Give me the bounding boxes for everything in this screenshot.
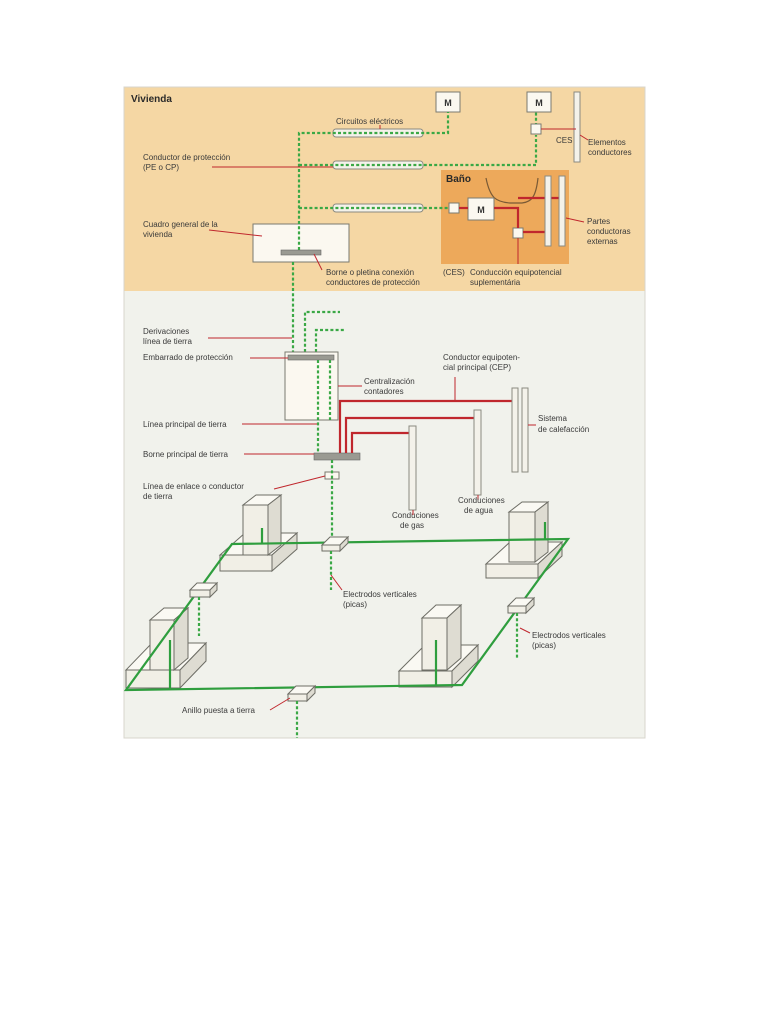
earth-pit-right (506, 596, 536, 615)
label-external-parts-3: externas (587, 237, 618, 246)
bathroom-pipe-1 (544, 175, 552, 247)
heating-pipe-1 (511, 387, 519, 473)
bathroom-bonding-2 (494, 206, 520, 228)
label-main-earth-line: Línea principal de tierra (143, 420, 227, 429)
label-terminal-block-1: Borne o pletina conexión (326, 268, 414, 277)
label-external-parts-2: conductoras (587, 227, 631, 236)
water-pipe (473, 409, 482, 496)
label-protection-conductor-2: (PE o CP) (143, 163, 179, 172)
circuit-conduit-1 (332, 128, 424, 138)
footing-back-right (484, 500, 564, 580)
dwelling-title: Vivienda (131, 94, 172, 105)
ces-box-bathroom-2 (512, 227, 524, 239)
earth-pit-center (320, 535, 350, 553)
earth-pit-left (188, 581, 219, 599)
label-vertical-electrodes-1a: Electrodos verticales (343, 590, 417, 599)
label-ces-top: CES (556, 136, 572, 145)
bathroom-title: Baño (446, 174, 471, 185)
label-main-panel-2: vivienda (143, 230, 173, 239)
main-earth-terminal (313, 452, 361, 461)
leader-electrodes-2 (519, 627, 531, 634)
label-heating-1: Sistema (538, 414, 567, 423)
label-main-bonding-2: cial principal (CEP) (443, 363, 511, 372)
leader-external-parts (565, 217, 585, 223)
leader-conductive-elements (579, 134, 589, 141)
main-bonding-gas (350, 431, 412, 453)
label-water-pipes-2: de agua (464, 506, 493, 515)
label-conductive-elements-2: conductores (588, 148, 632, 157)
label-protection-conductor-1: Conductor de protección (143, 153, 230, 162)
earth-branch-3 (314, 328, 346, 352)
label-earth-link-2: de tierra (143, 492, 173, 501)
label-main-earth-terminal: Borne principal de tierra (143, 450, 228, 459)
label-ces-bottom: (CES) (443, 268, 465, 277)
main-bonding-water (344, 416, 477, 453)
bathtub-outline (485, 177, 539, 204)
label-gas-pipes-1: Conduciones (392, 511, 439, 520)
appliance-symbol-1: M (444, 98, 452, 108)
label-external-parts-1: Partes (587, 217, 610, 226)
label-earth-link-1: Línea de enlace o conductor (143, 482, 244, 491)
label-water-pipes-1: Conduciones (458, 496, 505, 505)
appliance-symbol-bathroom: M (477, 205, 485, 215)
figure-border (123, 86, 646, 739)
label-protection-busbar: Embarrado de protección (143, 353, 233, 362)
earth-ring (123, 537, 571, 692)
protection-busbar (287, 354, 335, 361)
main-panel-box (252, 223, 350, 263)
leader-earth-ring (269, 697, 291, 711)
earth-branch-2 (303, 310, 340, 352)
label-electrical-circuits: Circuitos eléctricos (336, 117, 403, 126)
ces-box-bathroom-1 (448, 202, 460, 214)
protection-conductor-main (297, 112, 450, 250)
label-earth-branches-1: Derivaciones (143, 327, 189, 336)
label-earth-branches-2: línea de tierra (143, 337, 192, 346)
label-meter-centralization-1: Centralización (364, 377, 415, 386)
label-supplementary-bonding-2: suplementária (470, 278, 521, 287)
label-conductive-elements-1: Elementos (588, 138, 626, 147)
leader-terminal-block (313, 253, 323, 271)
leader-main-panel (208, 229, 263, 237)
label-supplementary-bonding-1: Conducción equipotencial (470, 268, 562, 277)
label-heating-2: de calefacción (538, 425, 589, 434)
heating-pipe-2 (521, 387, 529, 473)
label-vertical-electrodes-2a: Electrodos verticales (532, 631, 606, 640)
label-vertical-electrodes-1b: (picas) (343, 600, 367, 609)
label-vertical-electrodes-2b: (picas) (532, 641, 556, 650)
gas-pipe (408, 425, 417, 511)
label-meter-centralization-2: contadores (364, 387, 404, 396)
ces-box-top (530, 123, 542, 135)
leader-electrodes-1 (330, 574, 343, 591)
label-terminal-block-2: conductores de protección (326, 278, 420, 287)
protection-conductor-2 (299, 135, 538, 167)
footing-front-right (397, 603, 480, 689)
label-main-panel-1: Cuadro general de la (143, 220, 218, 229)
building-area (124, 291, 645, 738)
conductive-element-bar (573, 91, 581, 163)
appliance-box-2 (526, 91, 552, 113)
panel-terminal-strip (280, 249, 322, 256)
label-main-bonding-1: Conductor equipoten- (443, 353, 520, 362)
bathroom-pipe-2 (558, 175, 566, 247)
appliance-symbol-2: M (535, 98, 543, 108)
leader-earth-link (273, 475, 326, 490)
earth-pit-front (286, 684, 317, 703)
label-gas-pipes-2: de gas (400, 521, 424, 530)
label-earth-ring: Anillo puesta a tierra (182, 706, 255, 715)
